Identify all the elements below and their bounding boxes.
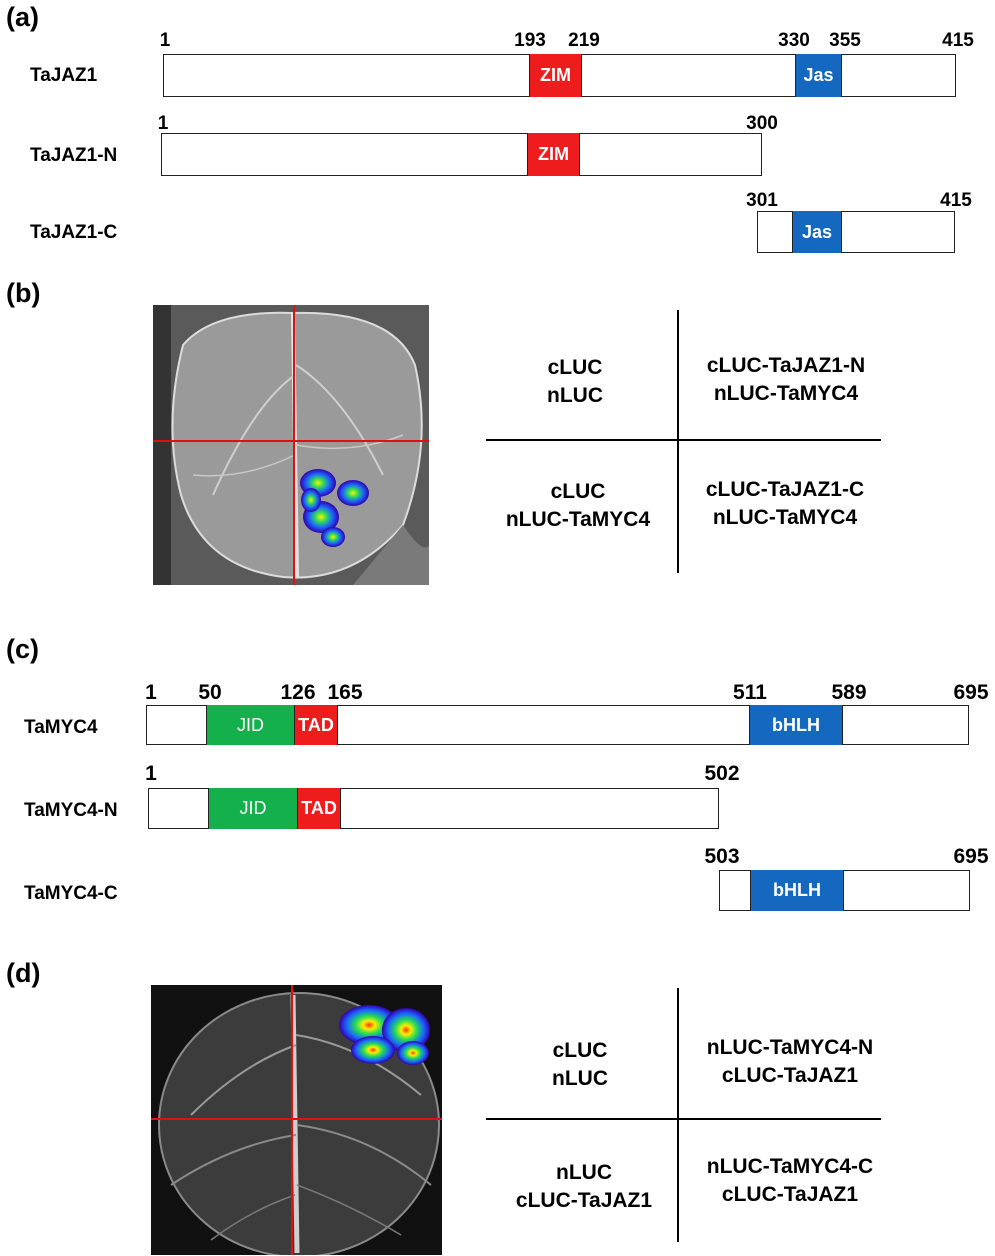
cell-line: nLUC-TaMYC4 (713, 382, 859, 405)
grid-cell-top-right: nLUC-TaMYC4-N cLUC-TaJAZ1 (707, 1034, 873, 1090)
grid-horizontal-divider (486, 439, 881, 441)
pos-1: 1 (145, 762, 157, 785)
grid-cell-bottom-left: nLUC cLUC-TaJAZ1 (516, 1159, 652, 1215)
grid-cell-top-right: cLUC-TaJAZ1-N nLUC-TaMYC4 (707, 352, 865, 408)
protein-name-tajaz1: TaJAZ1 (30, 65, 98, 86)
leaf-image-svg (153, 305, 429, 585)
pos-415: 415 (942, 30, 974, 51)
jid-domain: JID (206, 705, 295, 745)
pos-330: 330 (778, 30, 810, 51)
grid-horizontal-divider (486, 1118, 881, 1120)
grid-cell-bottom-left: cLUC nLUC-TaMYC4 (506, 478, 650, 534)
zim-domain: ZIM (527, 133, 580, 176)
pos-503: 503 (704, 845, 740, 868)
protein-name-tamyc4-c: TaMYC4-C (24, 883, 118, 904)
cell-line: cLUC (550, 480, 606, 503)
protein-bar-tamyc4: JID TAD bHLH (146, 705, 969, 745)
grid-vertical-divider (677, 988, 679, 1242)
pos-511: 511 (733, 681, 767, 704)
cell-line: cLUC-TaJAZ1-N (706, 354, 866, 377)
protein-bar-tamyc4-c: bHLH (719, 870, 970, 911)
pos-695: 695 (953, 681, 989, 704)
protein-bar-tamyc4-n: JID TAD (148, 788, 719, 829)
leaf-image-svg (151, 985, 442, 1255)
jas-domain: Jas (795, 54, 842, 97)
bhlh-domain: bHLH (749, 705, 843, 745)
pos-695: 695 (953, 845, 989, 868)
cell-line: cLUC-TaJAZ1-C (705, 478, 865, 501)
pos-502: 502 (704, 762, 740, 785)
bhlh-domain: bHLH (750, 870, 844, 911)
cell-line: nLUC (552, 1067, 608, 1090)
panel-c-label: (c) (6, 634, 39, 664)
grid-cell-bottom-right: nLUC-TaMYC4-C cLUC-TaJAZ1 (707, 1153, 873, 1209)
pos-589: 589 (831, 681, 867, 704)
pos-126: 126 (280, 681, 316, 704)
cell-line: cLUC (552, 1039, 608, 1062)
cell-line: nLUC-TaMYC4 (712, 506, 858, 529)
protein-name-tajaz1-n: TaJAZ1-N (30, 145, 118, 166)
pos-1: 1 (159, 30, 171, 51)
jas-domain: Jas (792, 211, 842, 253)
cell-line: cLUC-TaJAZ1 (721, 1183, 859, 1206)
panel-a-label: (a) (6, 2, 39, 32)
pos-1: 1 (145, 681, 157, 704)
protein-name-tamyc4: TaMYC4 (24, 717, 98, 738)
pos-1: 1 (157, 113, 169, 134)
pos-165: 165 (327, 681, 363, 704)
protein-bar-tajaz1: ZIM Jas (163, 54, 956, 97)
grid-cell-top-left: cLUC nLUC (552, 1037, 608, 1093)
luminescence-signal (300, 469, 369, 547)
luminescence-signal (339, 1005, 430, 1065)
grid-vertical-divider (677, 310, 679, 573)
protein-name-tajaz1-c: TaJAZ1-C (30, 222, 118, 243)
panel-b-label: (b) (6, 278, 41, 308)
pos-355: 355 (829, 30, 861, 51)
pos-301: 301 (746, 190, 778, 211)
pos-219: 219 (568, 30, 600, 51)
cell-line: nLUC-TaMYC4-C (706, 1155, 874, 1178)
cell-line: nLUC (547, 384, 603, 407)
protein-bar-tajaz1-c: Jas (757, 211, 955, 253)
cell-line: nLUC-TaMYC4 (505, 508, 651, 531)
pos-193: 193 (514, 30, 546, 51)
cell-line: cLUC-TaJAZ1 (515, 1189, 653, 1212)
pos-50: 50 (198, 681, 222, 704)
tad-domain: TAD (297, 788, 341, 829)
cell-line: nLUC (555, 1161, 612, 1184)
leaf-luminescence-image (153, 305, 429, 585)
cell-line: cLUC (547, 356, 603, 379)
protein-bar-tajaz1-n: ZIM (161, 133, 762, 176)
zim-domain: ZIM (529, 54, 582, 97)
pos-415: 415 (940, 190, 972, 211)
pos-300: 300 (746, 113, 778, 134)
jid-domain: JID (208, 788, 298, 829)
leaf-luminescence-image (151, 985, 442, 1255)
panel-d-label: (d) (6, 958, 41, 988)
cell-line: nLUC-TaMYC4-N (706, 1036, 874, 1059)
protein-name-tamyc4-n: TaMYC4-N (24, 800, 118, 821)
tad-domain: TAD (294, 705, 338, 745)
grid-cell-top-left: cLUC nLUC (547, 354, 603, 410)
grid-cell-bottom-right: cLUC-TaJAZ1-C nLUC-TaMYC4 (706, 476, 864, 532)
cell-line: cLUC-TaJAZ1 (721, 1064, 859, 1087)
